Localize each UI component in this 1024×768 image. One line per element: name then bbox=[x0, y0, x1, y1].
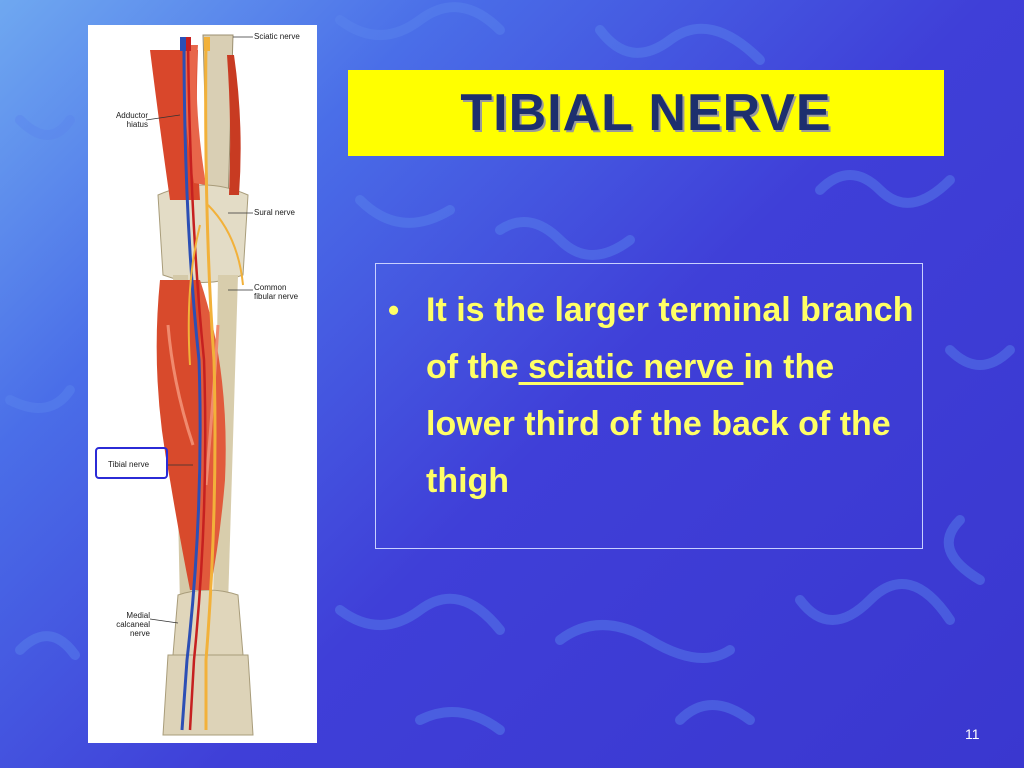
slide-title: TIBIAL NERVE bbox=[460, 84, 832, 142]
bullet-text-part1: It is the larger terminal branch of the bbox=[426, 291, 914, 386]
anatomy-figure: Sciatic nerve Adductor hiatus Sural nerv… bbox=[88, 25, 317, 743]
label-sciatic-nerve: Sciatic nerve bbox=[254, 32, 300, 41]
title-banner: TIBIAL NERVE bbox=[348, 70, 944, 156]
bullet-marker: • bbox=[388, 292, 400, 328]
label-sural-nerve: Sural nerve bbox=[254, 208, 295, 217]
label-tibial-nerve: Tibial nerve bbox=[108, 460, 150, 469]
label-common-fibular-nerve: Common fibular nerve bbox=[254, 283, 299, 301]
bullet-text: It is the larger terminal branch of the … bbox=[426, 282, 916, 510]
leg-illustration bbox=[145, 34, 254, 736]
sciatic-nerve-link[interactable]: sciatic nerve bbox=[518, 348, 744, 386]
content-box: • It is the larger terminal branch of th… bbox=[375, 263, 923, 549]
tibial-nerve-highlight bbox=[95, 447, 168, 479]
bullet-item: • It is the larger terminal branch of th… bbox=[388, 282, 918, 510]
label-medial-calcaneal-nerve: Medial calcaneal nerve bbox=[116, 611, 150, 638]
bullet-text-part2: in the lower third of the back of the th… bbox=[426, 348, 891, 500]
label-adductor-hiatus: Adductor hiatus bbox=[115, 111, 148, 129]
page-number: 11 bbox=[965, 726, 980, 742]
